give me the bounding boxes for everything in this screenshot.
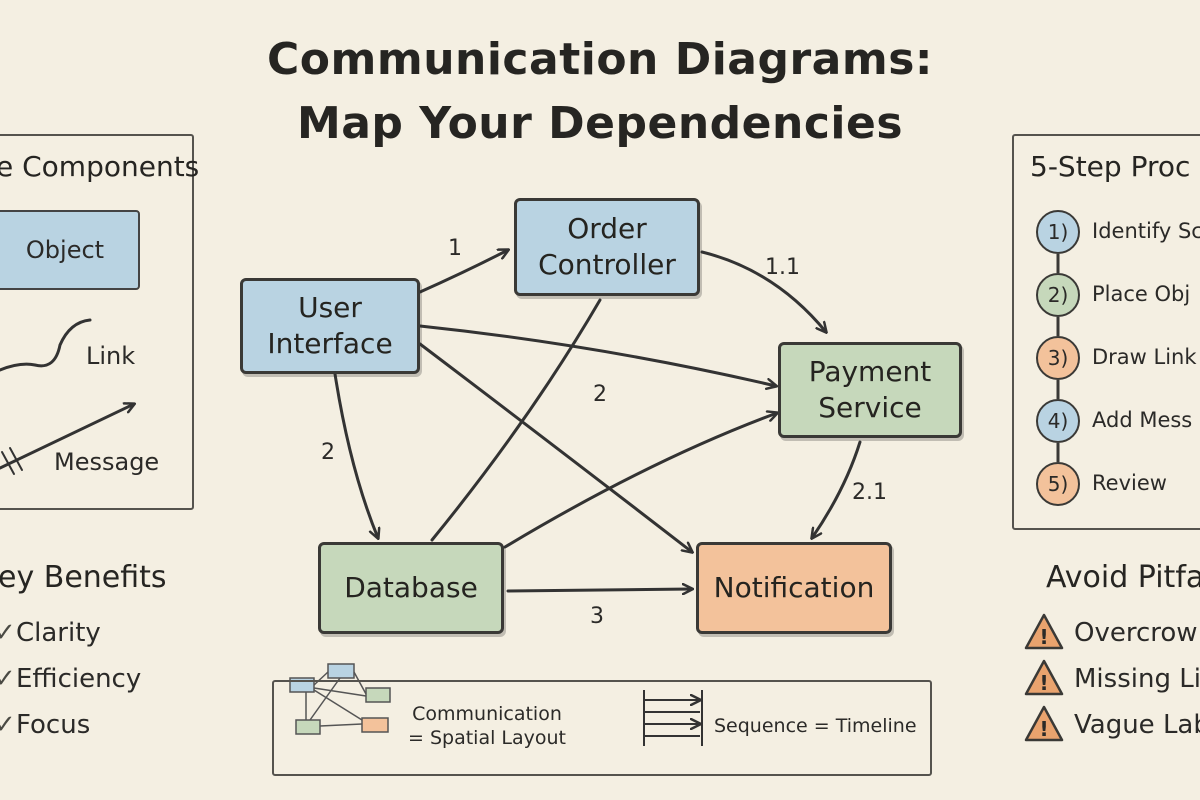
object-sample: Object <box>0 210 140 290</box>
pitfall-item: Missing Li <box>1074 664 1200 694</box>
node-order-controller: Order Controller <box>514 198 700 296</box>
check-icon: ✓ <box>0 664 16 694</box>
edge-label-2-database: 2 <box>321 440 335 465</box>
svg-text:!: ! <box>1039 671 1048 695</box>
components-panel <box>0 134 194 510</box>
edge-1-1 <box>700 250 826 332</box>
communication-legend-line-2: = Spatial Layout <box>408 727 567 749</box>
edge-label-1-1: 1.1 <box>765 255 800 280</box>
check-icon: ✓ <box>0 710 16 740</box>
step-label-5: Review <box>1092 471 1167 495</box>
edge-2-ui-payment <box>418 324 776 386</box>
link-sample-icon <box>0 318 92 372</box>
step-label-4: Add Mess <box>1092 408 1193 432</box>
edge-database-payment <box>503 413 777 549</box>
step-number-2: 2) <box>1036 273 1080 317</box>
step-number-1: 1) <box>1036 210 1080 254</box>
node-database: Database <box>318 542 504 634</box>
components-title: e Components <box>0 150 200 183</box>
svg-text:!: ! <box>1039 717 1048 741</box>
step-label-1: Identify Sc <box>1092 219 1200 243</box>
benefit-item: Focus <box>16 710 91 740</box>
step-number-4: 4) <box>1036 399 1080 443</box>
edge-label-2-1: 2.1 <box>852 480 887 505</box>
check-icon: ✓ <box>0 618 16 648</box>
pitfall-item: Vague Lab <box>1074 710 1200 740</box>
steps-panel <box>1012 134 1200 530</box>
communication-legend-text: Communication = Spatial Layout <box>408 702 566 750</box>
title-line-1: Communication Diagrams: <box>266 34 934 85</box>
edge-1 <box>418 250 508 294</box>
link-order-database <box>430 298 602 542</box>
pitfalls-title: Avoid Pitfa <box>1046 560 1200 595</box>
link-label: Link <box>86 342 136 370</box>
step-label-3: Draw Link <box>1092 345 1197 369</box>
step-label-2: Place Obj <box>1092 282 1191 306</box>
step-number-5: 5) <box>1036 462 1080 506</box>
message-sample-icon <box>0 404 134 470</box>
sequence-icon <box>643 690 703 746</box>
benefit-item: Clarity <box>16 618 101 648</box>
svg-text:!: ! <box>1039 625 1048 649</box>
edge-label-2-payment: 2 <box>593 382 607 407</box>
edge-ui-notification <box>418 342 692 552</box>
node-payment-service: Payment Service <box>778 342 962 438</box>
steps-title: 5-Step Proc <box>1030 150 1191 183</box>
benefits-title: ey Benefits <box>0 560 167 595</box>
edge-3 <box>506 589 692 591</box>
edge-2-ui-database <box>333 372 378 538</box>
bottom-legend <box>272 680 932 776</box>
node-user-interface: User Interface <box>240 278 420 374</box>
edge-label-1: 1 <box>448 236 462 261</box>
sequence-legend-text: Sequence = Timeline <box>714 715 917 737</box>
message-label: Message <box>54 448 160 476</box>
node-notification: Notification <box>696 542 892 634</box>
edge-label-3: 3 <box>590 604 604 629</box>
title-line-2: Map Your Dependencies <box>296 98 904 149</box>
pitfall-item: Overcrow <box>1074 618 1198 648</box>
warning-icons <box>1024 613 1064 742</box>
benefit-item: Efficiency <box>16 664 142 694</box>
edge-2-1 <box>812 440 862 538</box>
communication-legend-line-1: Communication <box>412 703 562 725</box>
step-number-3: 3) <box>1036 336 1080 380</box>
